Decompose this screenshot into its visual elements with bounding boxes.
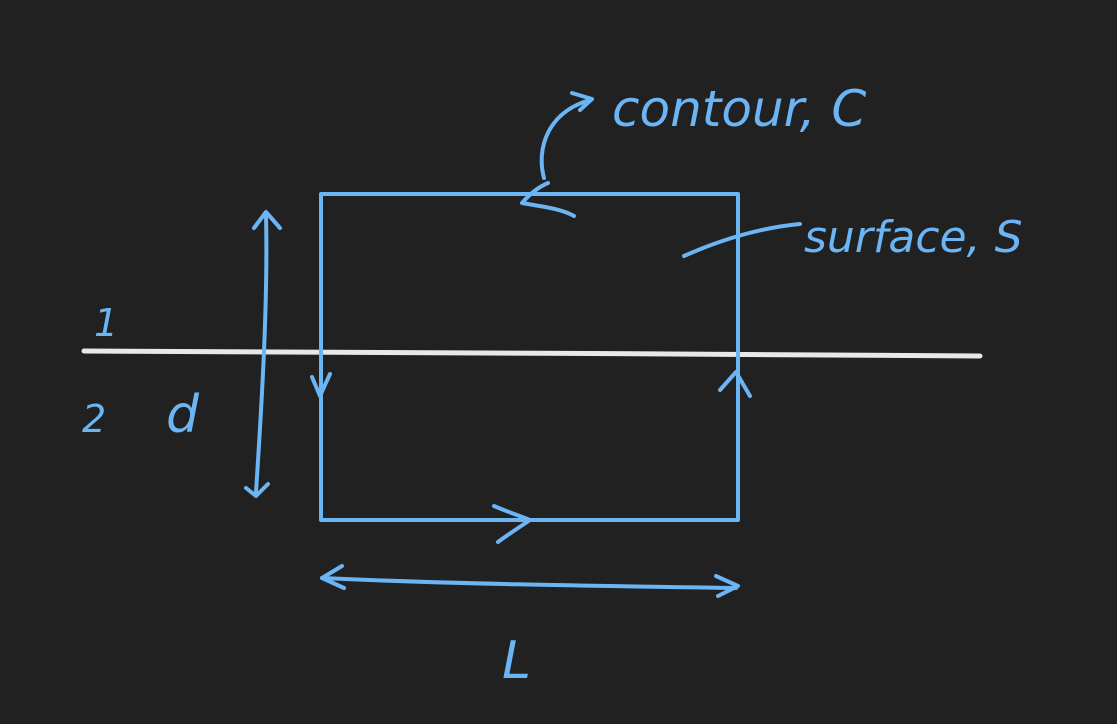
region-1-label: 1 xyxy=(94,301,118,345)
region-2-label: 2 xyxy=(82,397,106,441)
height-label: d xyxy=(166,385,200,445)
contour-rectangle xyxy=(319,192,740,522)
width-double-arrow xyxy=(320,576,738,590)
surface-label: surface, S xyxy=(804,212,1023,263)
bottom-arrow-icon xyxy=(492,504,532,544)
right-up-arrow-icon xyxy=(718,370,752,398)
width-arrow-right-icon xyxy=(714,574,740,598)
height-arrow-top-icon xyxy=(252,210,282,230)
top-arrow-icon xyxy=(520,181,576,218)
contour-pointer-arrowhead-icon xyxy=(570,91,594,112)
height-arrow-bottom-icon xyxy=(244,482,270,498)
contour-pointer-arrow xyxy=(539,98,592,180)
width-label: L xyxy=(502,631,531,691)
width-arrow-left-icon xyxy=(320,564,346,590)
surface-pointer-line xyxy=(682,222,802,258)
interface-line xyxy=(81,348,983,359)
left-down-arrow-icon xyxy=(310,372,332,398)
contour-label: contour, C xyxy=(612,80,866,138)
height-double-arrow xyxy=(254,213,269,494)
